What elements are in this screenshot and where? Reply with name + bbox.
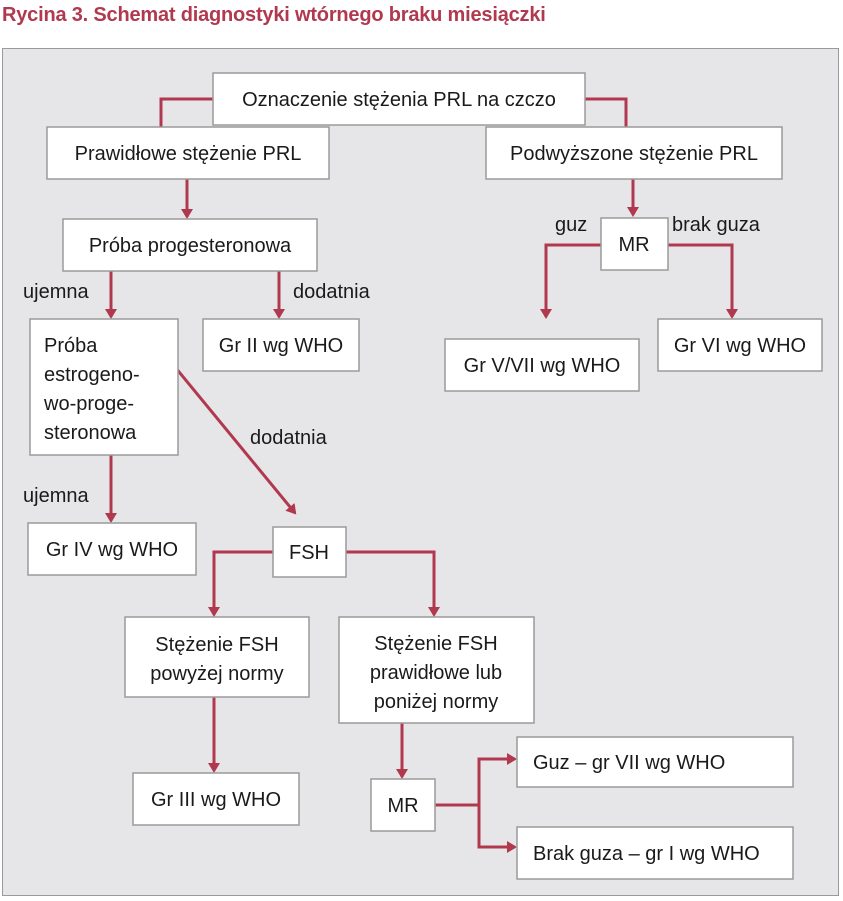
- estro-progest-line-2: estrogeno-: [44, 364, 140, 386]
- tumor-gr7-box: [516, 736, 794, 788]
- gr2-box: [202, 318, 360, 372]
- gr5-7-label: Gr V/VII wg WHO: [464, 355, 621, 377]
- edge-label-positive-1: dodatnia: [293, 281, 371, 303]
- fsh-normal-low-line-1: Stężenie FSH: [374, 633, 497, 655]
- flowchart: Oznaczenie stężenia PRL na czczo Prawidł…: [3, 49, 838, 895]
- prl-normal-label: Prawidłowe stężenie PRL: [75, 143, 302, 165]
- fsh-high-box: [124, 616, 310, 698]
- fsh-high-line-2: powyżej normy: [150, 663, 283, 685]
- fsh-normal-low-line-2: prawidłowe lub: [370, 662, 502, 684]
- no-tumor-gr1-box: [516, 826, 794, 880]
- tumor-gr7-label: Guz – gr VII wg WHO: [533, 752, 725, 774]
- edge-label-negative-1: ujemna: [23, 281, 89, 303]
- progesterone-test-box: [62, 218, 318, 272]
- edge-label-positive-2: dodatnia: [250, 427, 328, 449]
- arrow-mr-to-tumor: [477, 753, 517, 805]
- edge-label-negative-2: ujemna: [23, 485, 89, 507]
- progesterone-test-label: Próba progesteronowa: [89, 235, 292, 257]
- figure-title: Rycina 3. Schemat diagnostyki wtórnego b…: [2, 4, 546, 26]
- estro-progest-line-3: wo-proge-: [43, 393, 134, 415]
- prl-elevated-box: [485, 126, 783, 180]
- gr4-box: [27, 522, 197, 576]
- gr4-label: Gr IV wg WHO: [46, 539, 178, 561]
- gr5-7-box: [444, 338, 640, 392]
- connectors: [105, 97, 738, 853]
- edge-label-tumor: guz: [555, 214, 587, 236]
- arrow-fsh-to-fsh-normal-low: [346, 550, 440, 617]
- diagram-panel: Oznaczenie stężenia PRL na czczo Prawidł…: [2, 48, 839, 896]
- no-tumor-gr1-label: Brak guza – gr I wg WHO: [533, 843, 760, 865]
- fsh-normal-low-line-3: poniżej normy: [374, 691, 499, 713]
- mr-bottom-box: [370, 778, 436, 832]
- arrow-fsh-to-fsh-high: [208, 550, 273, 617]
- mr-top-box: [600, 217, 669, 271]
- prl-fasting-box: [212, 72, 586, 126]
- fsh-label: FSH: [289, 542, 329, 564]
- mr-bottom-label: MR: [387, 795, 418, 817]
- estro-progest-line-4: steronowa: [44, 422, 137, 444]
- gr3-label: Gr III wg WHO: [151, 789, 281, 811]
- arrow-mr-to-gr6: [668, 243, 738, 319]
- gr6-box: [657, 318, 823, 372]
- gr6-label: Gr VI wg WHO: [674, 335, 806, 357]
- gr2-label: Gr II wg WHO: [219, 335, 343, 357]
- mr-top-label: MR: [618, 234, 649, 256]
- gr3-box: [132, 772, 300, 826]
- prl-normal-box: [46, 126, 330, 180]
- edge-label-no-tumor: brak guza: [672, 214, 761, 236]
- prl-fasting-label: Oznaczenie stężenia PRL na czczo: [242, 89, 556, 111]
- arrow-mr-to-gr5-7: [540, 243, 601, 319]
- estro-progest-test-box: [29, 318, 179, 456]
- edge-root-to-prl-elevated: [585, 97, 628, 127]
- arrow-estro-to-fsh: [173, 366, 297, 515]
- fsh-high-line-1: Stężenie FSH: [155, 634, 278, 656]
- edge-root-to-prl-normal: [159, 97, 213, 127]
- prl-elevated-label: Podwyższone stężenie PRL: [510, 143, 758, 165]
- estro-progest-line-1: Próba: [44, 335, 98, 357]
- fsh-normal-low-box: [338, 616, 535, 724]
- fsh-box: [272, 526, 347, 578]
- arrow-mr-to-no-tumor: [477, 805, 517, 853]
